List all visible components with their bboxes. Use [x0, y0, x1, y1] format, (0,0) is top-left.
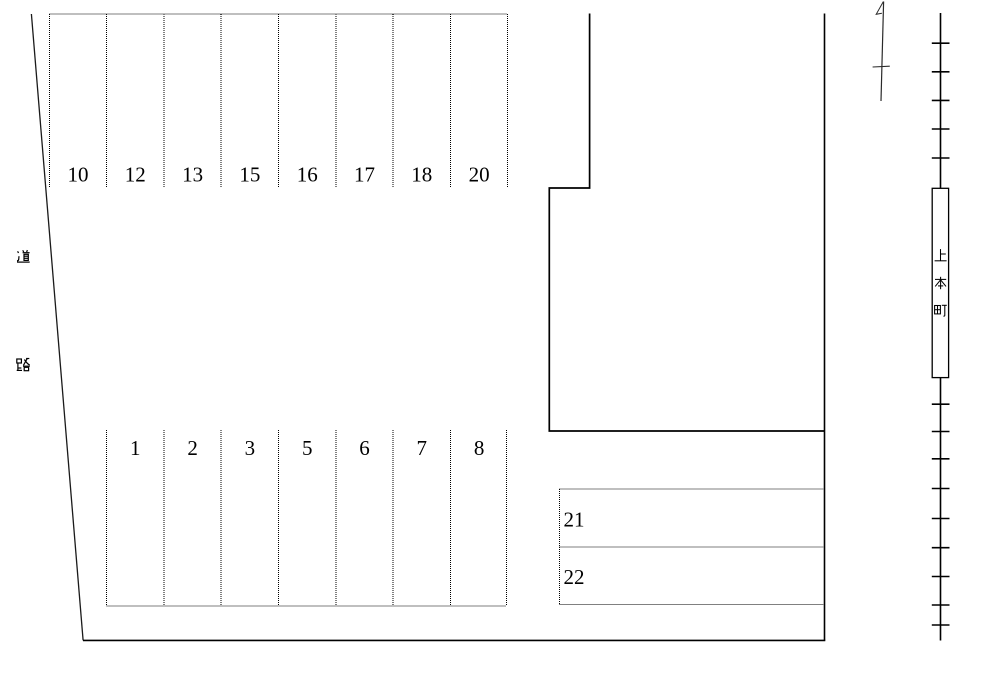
svg-text:7: 7 [417, 436, 428, 460]
svg-text:12: 12 [125, 163, 146, 187]
svg-text:15: 15 [239, 163, 260, 187]
svg-text:2: 2 [187, 436, 198, 460]
svg-text:10: 10 [68, 163, 89, 187]
svg-text:6: 6 [359, 436, 370, 460]
svg-text:20: 20 [469, 163, 490, 187]
svg-text:22: 22 [564, 565, 585, 589]
svg-text:18: 18 [411, 163, 432, 187]
svg-text:1: 1 [130, 436, 141, 460]
svg-text:17: 17 [354, 163, 375, 187]
svg-text:8: 8 [474, 436, 485, 460]
svg-text:5: 5 [302, 436, 313, 460]
svg-text:21: 21 [564, 508, 585, 532]
svg-text:13: 13 [182, 163, 203, 187]
svg-text:3: 3 [245, 436, 256, 460]
svg-text:16: 16 [297, 163, 318, 187]
